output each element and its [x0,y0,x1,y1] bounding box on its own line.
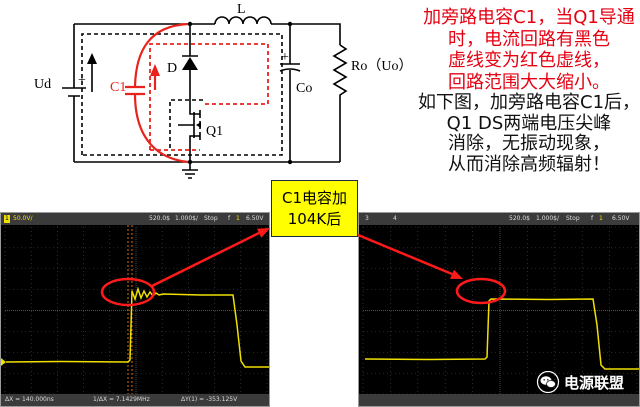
delta-y-readout: ΔY(1) = -353.125V [181,396,238,403]
delta-x-readout: ΔX = 140.000ns [5,396,54,403]
output-capacitor-label: Co [296,81,312,96]
bypass-capacitor-c1 [125,22,189,164]
c1-callout-box: C1电容加 104K后 [271,180,358,237]
c1-label: C1 [110,80,126,95]
explanation-red-line: 加旁路电容C1，当Q1导通 [423,7,635,28]
ground-symbol [182,162,198,179]
explanation-black-line: 消除，无振动现象， [448,133,610,155]
voltage-waveform [5,286,269,368]
channel-number: 1 [4,215,10,223]
source-label: Ud [34,77,51,92]
output-capacitor-plus-sign: + [281,50,289,65]
source-battery-symbol [62,24,86,162]
run-state: Stop [204,215,218,222]
scope-top-bar: 3 4 520.0$ 1.000$/ Stop f 1 6.50V [359,213,639,225]
callout-line: C1电容加 [281,188,348,207]
trigger-slope: f [228,215,231,222]
explanation-black: 如下图，加旁路电容C1后， Q1 DS两端电压尖峰 消除，无振动现象， 从而消除… [418,92,640,176]
diode-label: D [167,61,177,76]
mosfet-symbol [178,105,201,162]
mosfet-arrow [196,122,201,128]
scope-top-bar: 1 50.0V/ 520.0$ 1.000$/ Stop f 1 6.50V [1,213,269,225]
trigger-level: 6.50V [612,215,630,222]
reduced-current-arrowhead [150,64,160,76]
watermark-text: 电源联盟 [564,373,625,392]
time-per-div: 1.000$/ [536,215,560,222]
time-position: 520.0$ [509,215,530,222]
inductor-symbol [214,16,272,25]
scope-grid [4,226,268,395]
explanation-black-line: Q1 DS两端电压尖峰 [446,112,612,134]
inductor-label: L [237,2,246,17]
explanation-red-line: 回路范围大大缩小。 [448,71,610,93]
junction-dot [287,159,293,165]
trigger-channel: 1 [236,215,240,222]
channel-3-indicator: 3 [365,215,369,222]
circuit-diagram: L Ud + C1 D Ro（Uo） Co + Q1 [34,2,412,179]
trigger-channel: 1 [599,215,603,222]
explanation-black-line: 从而消除高频辐射！ [448,154,610,176]
junction-dot [287,21,293,27]
explanation-black-line: 如下图，加旁路电容C1后， [418,92,640,113]
junction-dot [187,21,193,27]
diode-symbol [182,57,198,70]
channel-4-indicator: 4 [393,215,397,222]
watermark: 电源联盟 [536,371,624,393]
scope-screen [1,225,269,396]
trigger-slope: f [591,215,594,222]
volts-per-div: 50.0V/ [13,215,33,222]
load-label: Ro（Uo） [351,58,412,74]
explanation-red-line: 时，电流回路有黑色 [448,28,610,50]
run-state: Stop [566,215,580,222]
output-capacitor-symbol [279,24,301,162]
original-current-arrowhead [87,53,97,64]
original-current-loop [81,33,283,156]
time-per-div: 1.000$/ [175,215,199,222]
junction-dot [187,159,193,165]
time-position: 520.0$ [149,215,170,222]
inverse-delta-x-readout: 1/ΔX = 7.1429MHz [93,396,150,403]
inner-current-path [169,99,205,148]
battery-plus-sign: + [78,73,86,88]
callout-line: 104K后 [287,209,342,228]
voltage-waveform [364,298,639,370]
reduced-current-loop [149,43,269,150]
channel-ground-marker [1,358,6,366]
scope-grid [362,226,638,395]
trigger-level: 6.50V [246,215,264,222]
wechat-icon [536,371,560,393]
diode-leads [182,24,198,105]
scope-before: 1 50.0V/ 520.0$ 1.000$/ Stop f 1 6.50V Δ… [0,212,270,407]
explanation-red: 加旁路电容C1，当Q1导通 时，电流回路有黑色 虚线变为红色虚线， 回路范围大大… [418,7,640,93]
mosfet-label: Q1 [206,124,223,139]
explanation-red-line: 虚线变为红色虚线， [448,50,610,71]
top-rail-right [271,23,341,45]
load-resistor-symbol [332,44,348,162]
scope-bottom-bar: ΔX = 140.000ns 1/ΔX = 7.1429MHz ΔY(1) = … [1,394,269,406]
scope-bottom-bar [359,394,639,406]
